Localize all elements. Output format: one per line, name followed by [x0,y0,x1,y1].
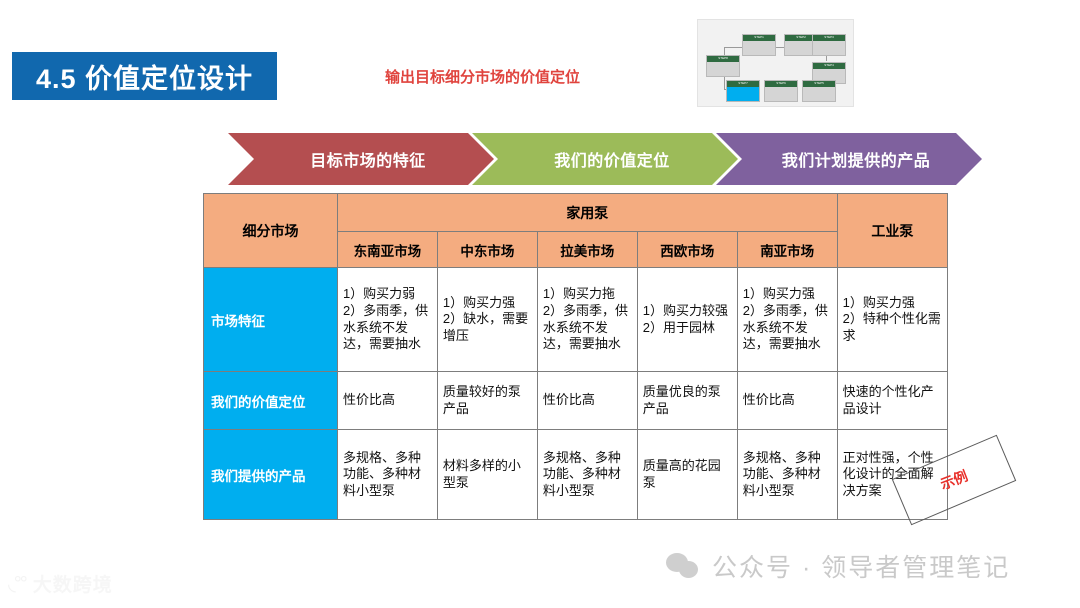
wechat-icon [666,553,700,579]
chevron-label: 我们计划提供的产品 [781,153,931,170]
table-header-row-top: 细分市场 家用泵 工业泵 [203,193,949,268]
flow-node-step-label: STEP3 [813,35,845,41]
header-group-industrial-pump: 工业泵 [836,193,949,268]
brand-watermark: ◟°° 大数跨境 [8,570,113,597]
chevron-label: 目标市场的特征 [310,153,426,170]
brand-watermark-label: 大数跨境 [32,575,113,596]
cell-products-south-asia: 多规格、多种功能、多种材料小型泵 [736,429,838,520]
header-market-southeast-asia: 东南亚市场 [336,231,438,268]
table-header-row-sub: 东南亚市场 中东市场 拉美市场 西欧市场 南亚市场 [204,231,948,268]
header-group-household-pump: 家用泵 [336,193,838,232]
flow-node-step-label: STEP5 [803,81,835,87]
flow-node-2: STEP1 [742,34,776,56]
process-flow-thumbnail: STEP8 STEP1 STEP2 STEP3 STEP4 STEP5 STEP… [697,19,854,107]
flow-node-7: STEP6 [764,80,798,102]
process-chevron-banner: 目标市场的特征 我们的价值定位 我们计划提供的产品 [228,133,928,185]
chevron-label: 我们的价值定位 [554,153,670,170]
row-label-products-offered: 我们提供的产品 [203,429,338,520]
flow-node-step-label: STEP1 [743,35,775,41]
chevron-target-market-traits[interactable]: 目标市场的特征 [228,133,494,185]
cell-products-middle-east: 材料多样的小型泵 [436,429,538,520]
flow-node-1: STEP8 [706,55,740,77]
header-segment-market: 细分市场 [203,193,338,268]
cell-value-south-asia: 性价比高 [736,371,838,430]
cell-value-middle-east: 质量较好的泵产品 [436,371,538,430]
flow-node-8-highlighted: STEP7 [726,80,760,102]
cell-products-southeast-asia: 多规格、多种功能、多种材料小型泵 [336,429,438,520]
header-market-middle-east: 中东市场 [436,231,538,268]
cell-value-industrial: 快速的个性化产品设计 [836,371,949,430]
cell-products-industrial: 正对性强，个性化设计的全面解决方案 [836,429,949,520]
cell-products-latin-america: 多规格、多种功能、多种材料小型泵 [536,429,638,520]
row-label-value-proposition: 我们的价值定位 [203,371,338,430]
chevron-planned-products[interactable]: 我们计划提供的产品 [716,133,982,185]
value-positioning-table: 细分市场 家用泵 工业泵 东南亚市场 中东市场 拉美市场 西欧市场 南亚市场 市… [203,193,949,520]
flow-node-6: STEP5 [802,80,836,102]
cell-value-western-europe: 质量优良的泵产品 [636,371,738,430]
wechat-watermark: 公众号 · 领导者管理笔记 [666,548,1010,584]
cell-value-latin-america: 性价比高 [536,371,638,430]
header-market-south-asia: 南亚市场 [736,231,838,268]
flow-node-step-label: STEP7 [727,81,759,87]
wechat-watermark-label: 公众号 · 领导者管理笔记 [712,554,1011,582]
page-title: 4.5 价值定位设计 [35,63,254,94]
header-market-latin-america: 拉美市场 [536,231,638,268]
table-row: 我们提供的产品 多规格、多种功能、多种材料小型泵 材料多样的小型泵 多规格、多种… [203,429,949,520]
flow-node-step-label: STEP6 [765,81,797,87]
brand-logo-icon: ◟°° [8,572,28,595]
flow-node-step-label: STEP4 [813,63,845,69]
cell-value-southeast-asia: 性价比高 [336,371,438,430]
slide-subtitle: 输出目标细分市场的价值定位 [385,69,581,86]
chevron-our-value-proposition[interactable]: 我们的价值定位 [472,133,738,185]
flow-node-step-label: STEP8 [707,56,739,62]
sample-stamp-label: 示例 [938,467,970,493]
flow-node-step-label: STEP2 [785,35,817,41]
slide-title-banner: 4.5 价值定位设计 [12,52,277,100]
table-row: 我们的价值定位 性价比高 质量较好的泵产品 性价比高 质量优良的泵产品 性价比高… [203,371,949,430]
flow-node-4: STEP3 [812,34,846,56]
header-market-western-europe: 西欧市场 [636,231,738,268]
cell-products-western-europe: 质量高的花园泵 [636,429,738,520]
row-label-market-traits: 市场特征 [203,267,338,372]
